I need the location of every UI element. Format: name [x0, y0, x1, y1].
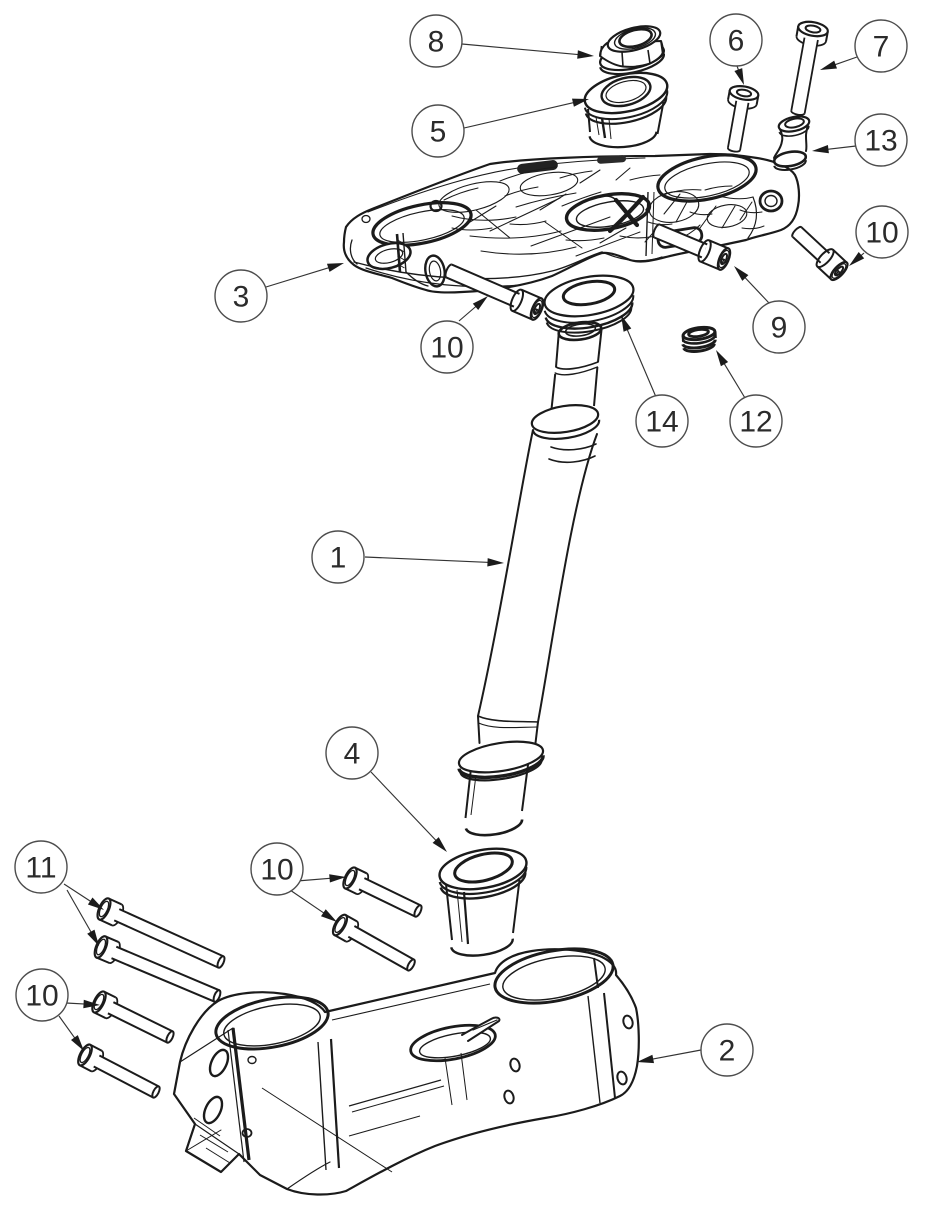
svg-text:6: 6: [728, 25, 745, 58]
svg-text:3: 3: [233, 281, 250, 314]
svg-text:8: 8: [428, 26, 445, 59]
svg-text:10: 10: [865, 217, 898, 250]
svg-text:9: 9: [771, 312, 788, 345]
svg-text:5: 5: [430, 116, 447, 149]
svg-text:10: 10: [260, 854, 293, 887]
svg-text:7: 7: [873, 31, 890, 64]
svg-text:12: 12: [739, 406, 772, 439]
svg-text:2: 2: [719, 1035, 736, 1068]
svg-text:10: 10: [25, 980, 58, 1013]
svg-text:13: 13: [864, 125, 897, 158]
svg-text:11: 11: [25, 852, 56, 885]
svg-text:10: 10: [430, 332, 463, 365]
svg-text:4: 4: [344, 738, 361, 771]
svg-text:1: 1: [330, 542, 347, 575]
svg-text:14: 14: [645, 406, 678, 439]
